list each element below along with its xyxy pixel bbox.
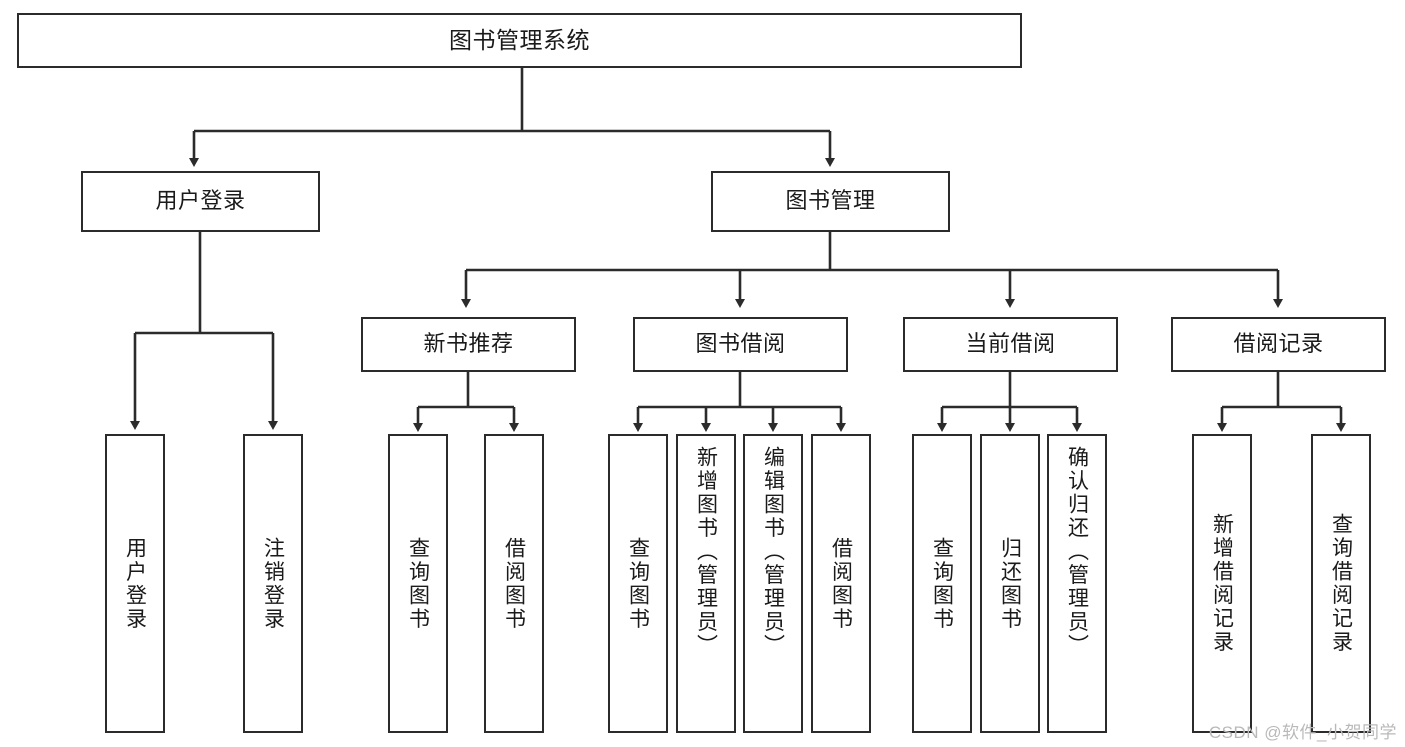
- node-label: 借阅图书: [829, 536, 853, 631]
- node-label: 注销登录: [261, 536, 285, 631]
- node-label: 查询图书: [626, 536, 650, 631]
- node-label: 借阅图书: [502, 536, 526, 631]
- node-label: 借阅记录: [1233, 331, 1324, 357]
- node-book-borrow[interactable]: 图书借阅: [633, 317, 848, 372]
- node-leaf-logout-login[interactable]: 注销登录: [243, 434, 303, 733]
- node-leaf-query-books-2[interactable]: 查询图书: [608, 434, 668, 733]
- node-label: 当前借阅: [965, 331, 1056, 357]
- node-label: 新书推荐: [423, 331, 514, 357]
- node-leaf-query-books-1[interactable]: 查询图书: [388, 434, 448, 733]
- node-leaf-return-book[interactable]: 归还图书: [980, 434, 1040, 733]
- node-leaf-edit-book[interactable]: 编辑图书（管理员）: [743, 434, 803, 733]
- node-label: 用户登录: [123, 536, 147, 631]
- node-leaf-add-book[interactable]: 新增图书（管理员）: [676, 434, 736, 733]
- node-label: 用户登录: [155, 188, 246, 214]
- node-label: 图书管理: [785, 188, 876, 214]
- node-label: 新增图书（管理员）: [694, 446, 718, 658]
- watermark-text: CSDN @软件_小贺同学: [1208, 723, 1397, 742]
- node-label: 新增借阅记录: [1210, 513, 1234, 654]
- node-label: 图书借阅: [695, 331, 786, 357]
- node-user-login[interactable]: 用户登录: [81, 171, 320, 232]
- node-label: 查询借阅记录: [1329, 513, 1353, 654]
- node-root-system[interactable]: 图书管理系统: [17, 13, 1022, 68]
- node-label: 图书管理系统: [449, 26, 590, 53]
- node-label: 查询图书: [406, 536, 430, 631]
- node-leaf-query-borrow-record[interactable]: 查询借阅记录: [1311, 434, 1371, 733]
- node-leaf-borrow-books-1[interactable]: 借阅图书: [484, 434, 544, 733]
- node-borrow-record[interactable]: 借阅记录: [1171, 317, 1386, 372]
- node-leaf-add-borrow-record[interactable]: 新增借阅记录: [1192, 434, 1252, 733]
- node-leaf-confirm-return[interactable]: 确认归还（管理员）: [1047, 434, 1107, 733]
- node-label: 确认归还（管理员）: [1065, 446, 1089, 658]
- node-label: 编辑图书（管理员）: [761, 446, 785, 658]
- node-leaf-user-login[interactable]: 用户登录: [105, 434, 165, 733]
- node-new-book-recommend[interactable]: 新书推荐: [361, 317, 576, 372]
- node-leaf-query-books-3[interactable]: 查询图书: [912, 434, 972, 733]
- node-label: 归还图书: [998, 536, 1022, 631]
- node-label: 查询图书: [930, 536, 954, 631]
- node-current-borrow[interactable]: 当前借阅: [903, 317, 1118, 372]
- node-book-management[interactable]: 图书管理: [711, 171, 950, 232]
- node-leaf-borrow-books-2[interactable]: 借阅图书: [811, 434, 871, 733]
